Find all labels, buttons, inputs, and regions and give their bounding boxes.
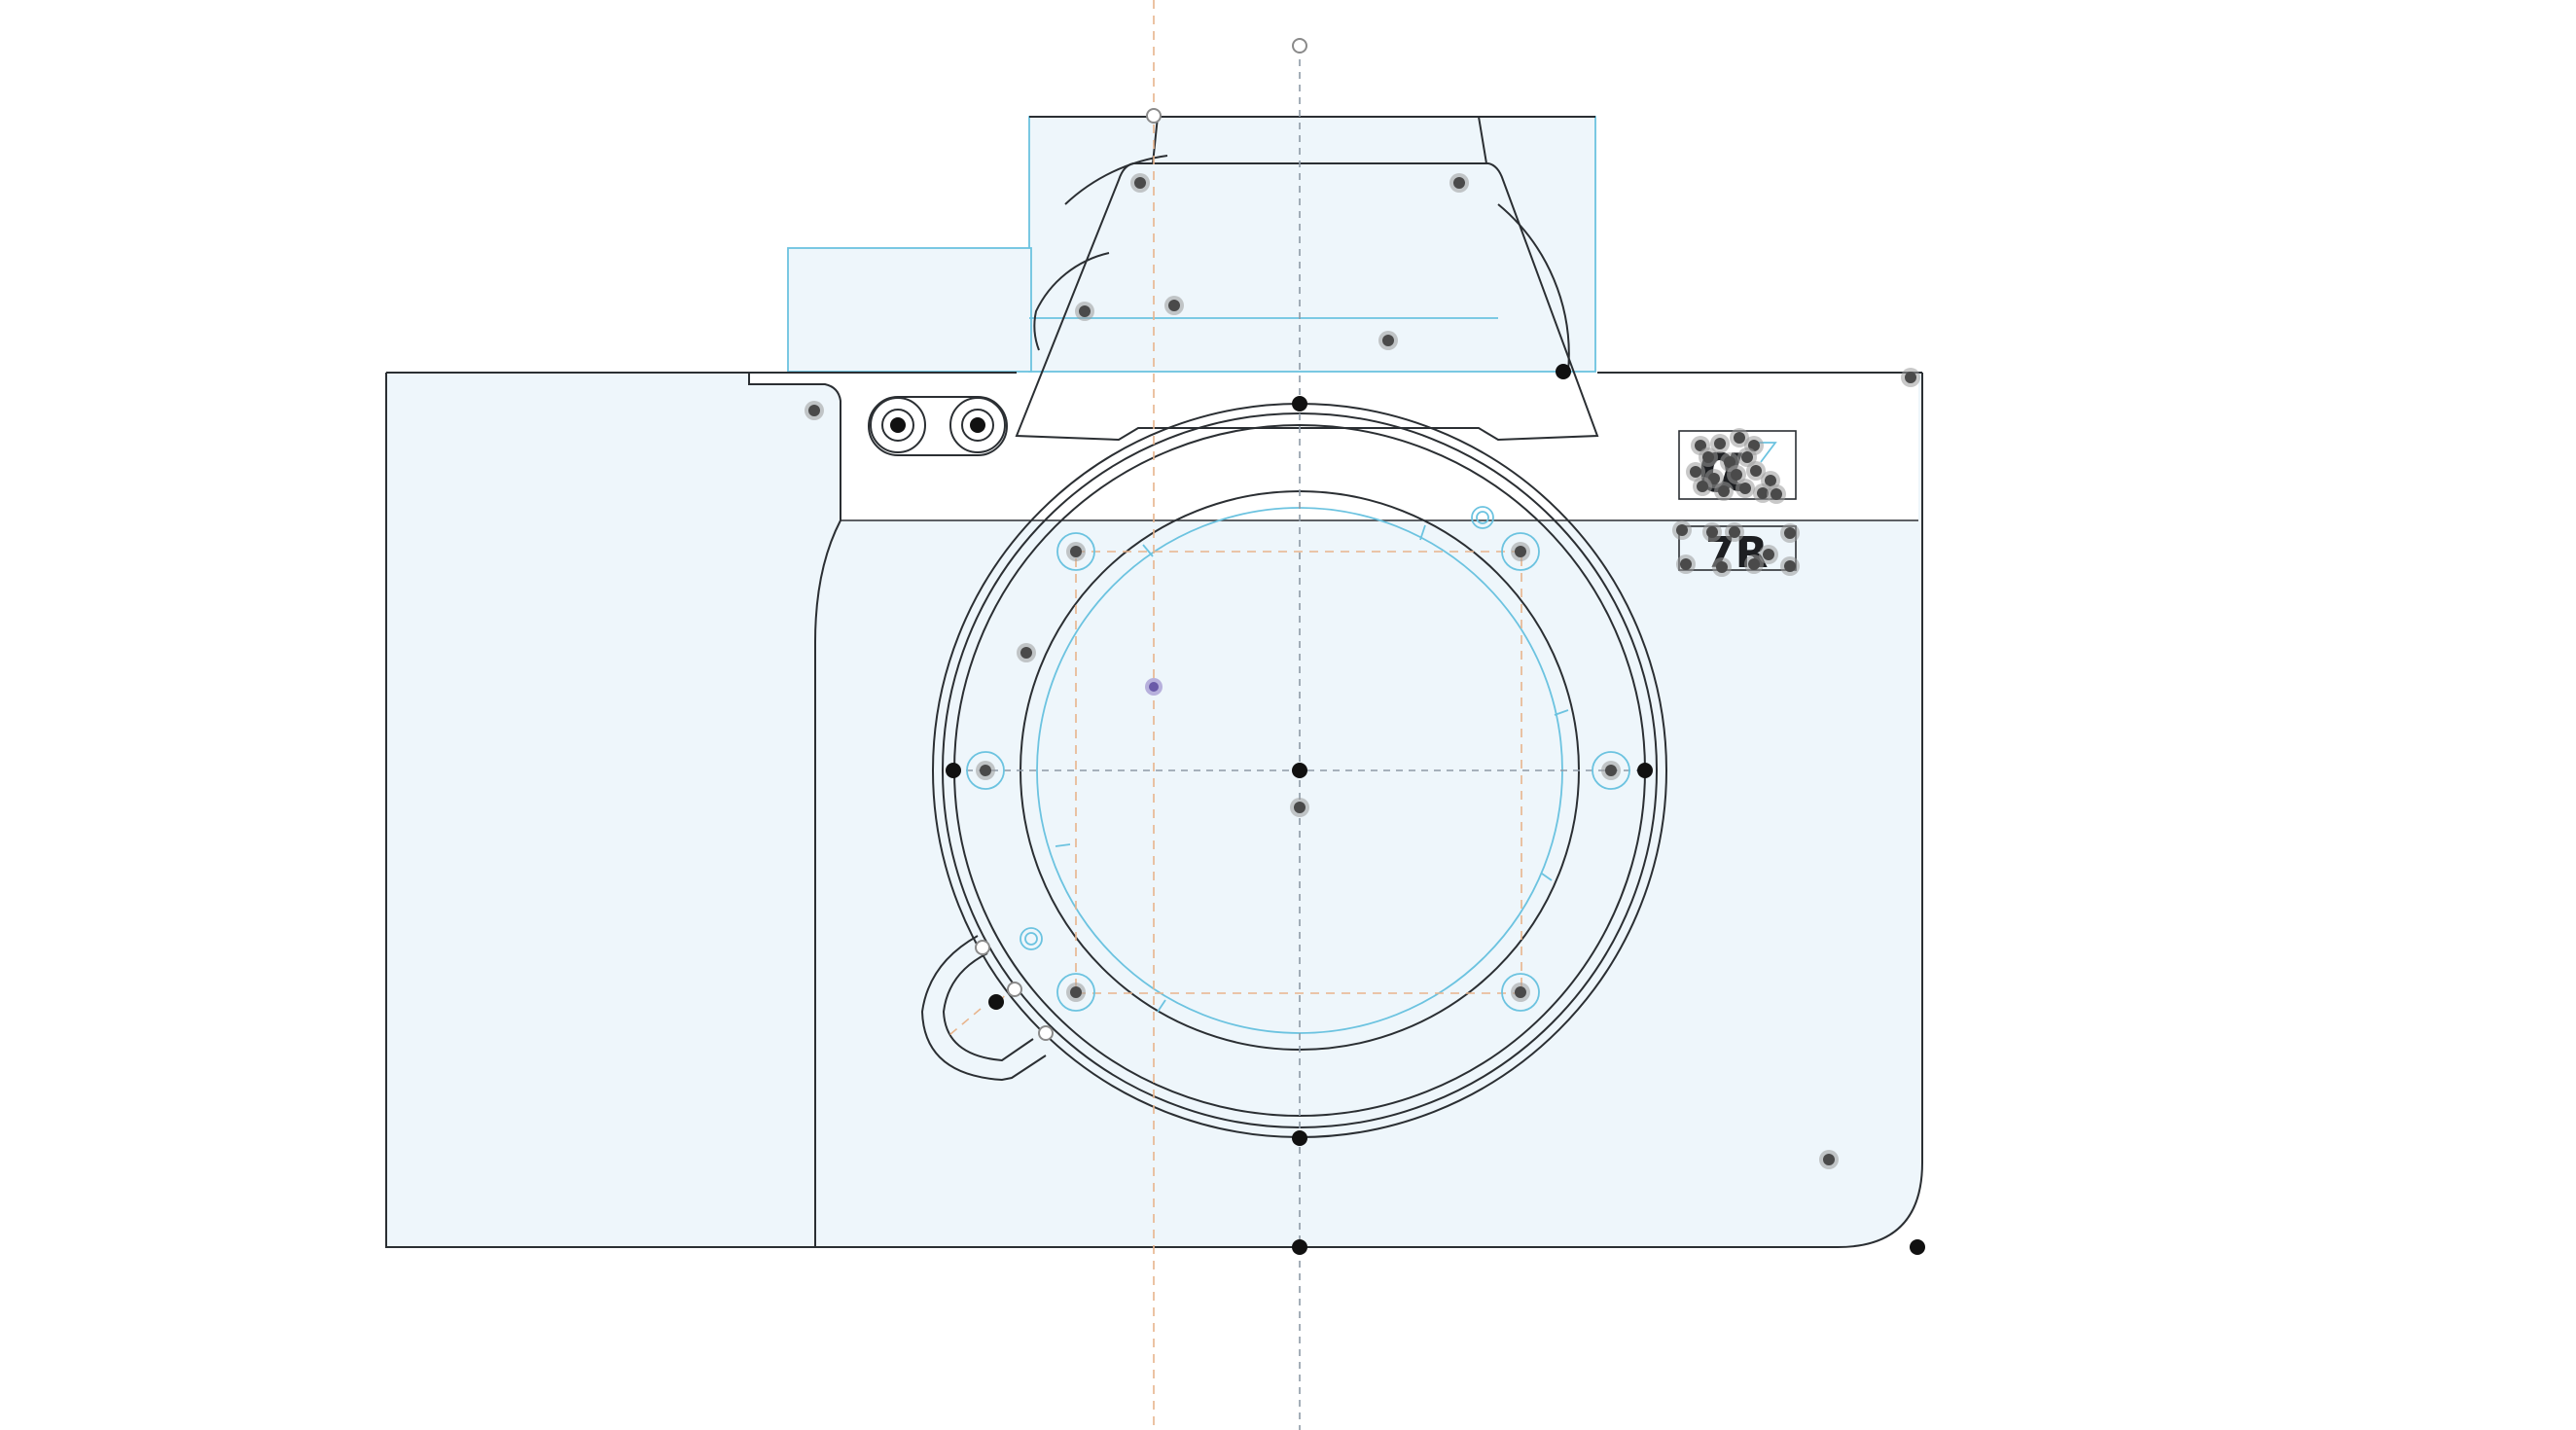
- anchor-point[interactable]: [1292, 1239, 1307, 1255]
- anchor-point[interactable]: [988, 994, 1004, 1010]
- anchor-point[interactable]: [1168, 300, 1180, 311]
- anchor-point[interactable]: [1714, 438, 1726, 449]
- anchor-point[interactable]: [1134, 177, 1146, 189]
- anchor-point[interactable]: [1765, 475, 1776, 486]
- anchor-point[interactable]: [946, 763, 961, 778]
- anchor-point[interactable]: [1680, 558, 1692, 570]
- anchor-point[interactable]: [1515, 546, 1526, 557]
- anchor-point[interactable]: [1706, 526, 1718, 538]
- selected-anchor-point[interactable]: [1149, 682, 1159, 692]
- anchor-point[interactable]: [1676, 524, 1688, 536]
- anchor-point[interactable]: [1695, 440, 1706, 451]
- anchor-point[interactable]: [1748, 558, 1760, 570]
- body-outline[interactable]: [385, 373, 1923, 1248]
- anchor-point[interactable]: [1741, 451, 1753, 463]
- anchor-point[interactable]: [1292, 396, 1307, 411]
- anchor-point[interactable]: [1771, 488, 1782, 500]
- anchor-point[interactable]: [1294, 802, 1306, 813]
- anchor-point[interactable]: [1910, 1239, 1925, 1255]
- anchor-point[interactable]: [1731, 469, 1742, 481]
- anchor-point[interactable]: [1750, 465, 1762, 477]
- anchor-point[interactable]: [1070, 546, 1082, 557]
- anchor-point[interactable]: [1697, 481, 1708, 492]
- anchor-point[interactable]: [1556, 364, 1571, 379]
- left-shoulder-curve[interactable]: [1033, 252, 1110, 351]
- anchor-points[interactable]: [805, 173, 1925, 1255]
- anchor-point[interactable]: [1292, 763, 1307, 778]
- viewfinder-housing[interactable]: [787, 116, 1599, 442]
- handle-point[interactable]: [975, 940, 990, 955]
- anchor-point[interactable]: [1784, 527, 1796, 539]
- anchor-point[interactable]: [1716, 561, 1728, 573]
- handle-point[interactable]: [1038, 1025, 1054, 1041]
- mount-screws[interactable]: [966, 506, 1630, 1012]
- anchor-point[interactable]: [1734, 432, 1745, 444]
- sensor-area-guide: [1075, 551, 1522, 994]
- anchor-point[interactable]: [1729, 526, 1740, 538]
- anchor-point[interactable]: [1784, 560, 1796, 572]
- anchor-point[interactable]: [1823, 1154, 1835, 1165]
- anchor-point[interactable]: [1905, 372, 1916, 383]
- anchor-point[interactable]: [1605, 765, 1617, 776]
- right-shoulder-curve[interactable]: [1497, 203, 1570, 373]
- anchor-point[interactable]: [1020, 647, 1032, 659]
- anchor-point[interactable]: [1757, 487, 1769, 499]
- anchor-point[interactable]: [1382, 335, 1394, 346]
- viewfinder-prism[interactable]: [1015, 162, 1599, 442]
- anchor-point[interactable]: [1708, 473, 1720, 484]
- anchor-point[interactable]: [1702, 451, 1714, 463]
- anchor-point[interactable]: [1515, 986, 1526, 998]
- anchor-point[interactable]: [970, 417, 985, 433]
- anchor-point[interactable]: [1070, 986, 1082, 998]
- path-handles[interactable]: [975, 38, 1307, 1041]
- anchor-point[interactable]: [980, 765, 991, 776]
- anchor-point[interactable]: [1718, 485, 1730, 497]
- handle-point[interactable]: [1007, 982, 1022, 997]
- anchor-point[interactable]: [1079, 305, 1091, 317]
- anchor-point[interactable]: [1690, 466, 1701, 478]
- anchor-point[interactable]: [890, 417, 906, 433]
- handle-point[interactable]: [1146, 108, 1162, 124]
- anchor-point[interactable]: [808, 405, 820, 416]
- strap-lugs[interactable]: [868, 396, 1008, 456]
- grip-outline[interactable]: [386, 372, 841, 1247]
- anchor-point[interactable]: [1724, 456, 1735, 468]
- anchor-point[interactable]: [1739, 483, 1751, 494]
- anchor-point[interactable]: [1763, 549, 1774, 560]
- anchor-point[interactable]: [1637, 763, 1653, 778]
- anchor-point[interactable]: [1453, 177, 1465, 189]
- rotation-handle[interactable]: [1292, 38, 1307, 54]
- anchor-point[interactable]: [1292, 1130, 1307, 1146]
- lens-release-button[interactable]: [920, 935, 1047, 1082]
